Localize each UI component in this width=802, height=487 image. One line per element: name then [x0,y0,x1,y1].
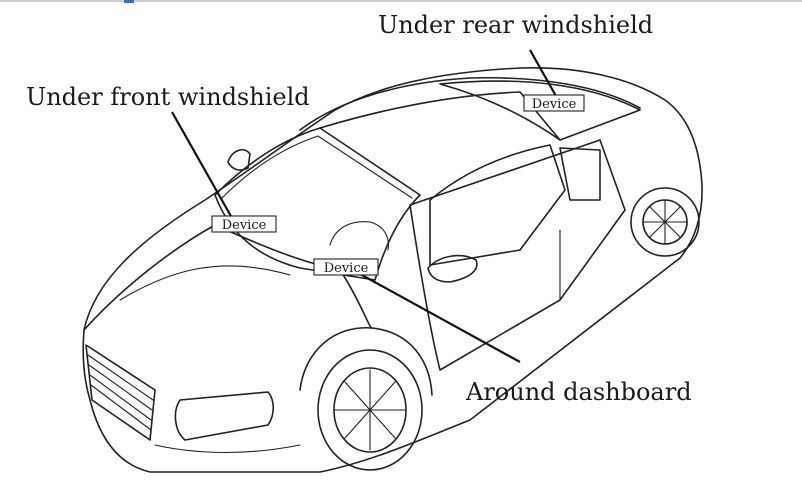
label-under-rear-windshield: Under rear windshield [378,11,653,39]
rear-leader-line [529,49,557,97]
label-under-front-windshield: Under front windshield [26,83,310,111]
device-label-rear: Device [532,97,577,112]
device-label-front: Device [222,218,267,233]
car-body [82,66,703,473]
top-accent-mark [124,0,134,3]
device-label-dashboard: Device [324,261,369,276]
device-tag-dashboard: Device [313,258,379,276]
dashboard-leader-line [359,273,521,363]
device-tag-rear: Device [523,94,585,112]
device-tag-front: Device [211,215,277,233]
front-leader-line [171,111,233,219]
label-around-dashboard: Around dashboard [465,378,692,406]
